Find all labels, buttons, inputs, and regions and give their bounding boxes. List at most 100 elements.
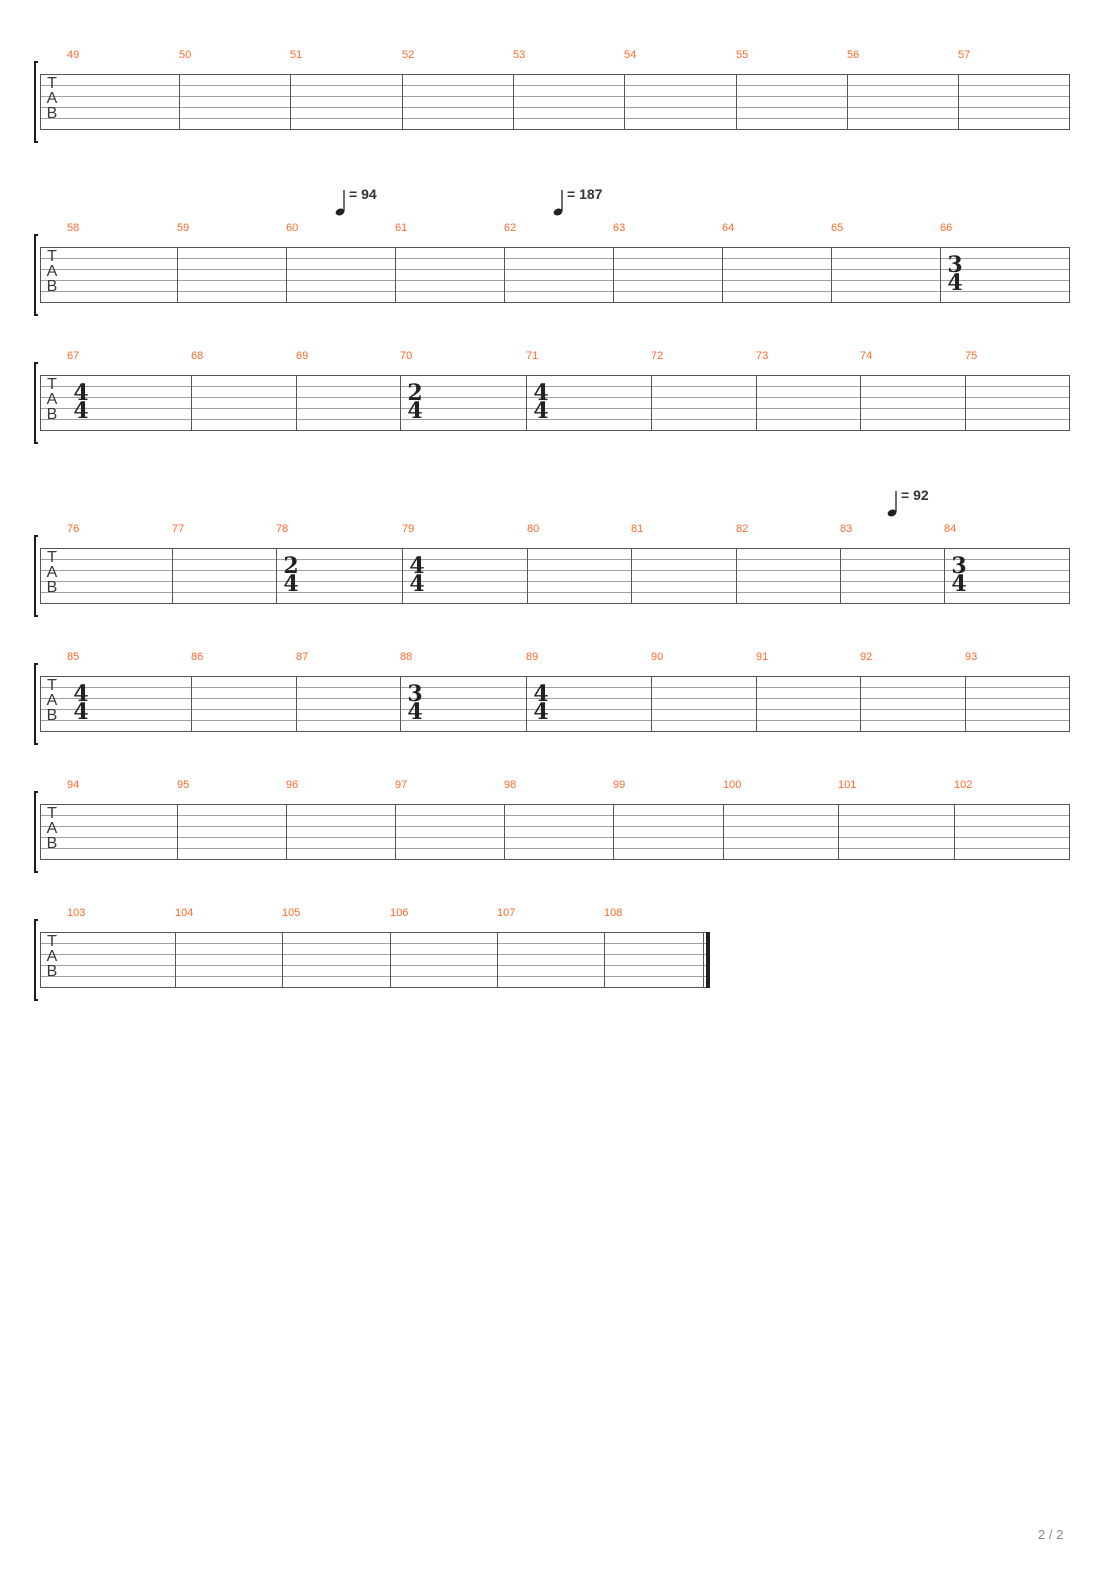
measure-number[interactable]: 88 xyxy=(400,651,413,663)
barline xyxy=(847,74,848,130)
measure-number[interactable]: 74 xyxy=(860,350,873,362)
measure-number[interactable]: 63 xyxy=(613,222,626,234)
barline xyxy=(756,375,757,431)
measure-number[interactable]: 53 xyxy=(513,49,526,61)
staff-line xyxy=(40,698,1070,699)
barline xyxy=(860,375,861,431)
measure-number[interactable]: 96 xyxy=(286,779,299,791)
measure-number[interactable]: 108 xyxy=(604,907,623,919)
staff-line xyxy=(40,85,1070,86)
measure-number[interactable]: 90 xyxy=(651,651,664,663)
measure-number[interactable]: 94 xyxy=(67,779,80,791)
barline xyxy=(497,932,498,988)
barline xyxy=(831,247,832,303)
measure-number[interactable]: 106 xyxy=(390,907,409,919)
staff-line xyxy=(40,291,1070,292)
barline xyxy=(179,74,180,130)
measure-number[interactable]: 69 xyxy=(296,350,309,362)
tab-clef-letter: A xyxy=(46,948,58,965)
measure-number[interactable]: 81 xyxy=(631,523,644,535)
time-signature-denominator: 4 xyxy=(73,398,89,424)
measure-number[interactable]: 92 xyxy=(860,651,873,663)
measure-number[interactable]: 54 xyxy=(624,49,637,61)
measure-number[interactable]: 66 xyxy=(940,222,953,234)
measure-number[interactable]: 60 xyxy=(286,222,299,234)
tempo-value: = 94 xyxy=(349,186,377,202)
staff-line xyxy=(40,987,708,988)
measure-number[interactable]: 77 xyxy=(172,523,185,535)
measure-number[interactable]: 65 xyxy=(831,222,844,234)
measure-number[interactable]: 78 xyxy=(276,523,289,535)
barline xyxy=(191,375,192,431)
measure-number[interactable]: 101 xyxy=(838,779,857,791)
barline xyxy=(40,804,41,860)
tab-clef-letter: A xyxy=(46,90,58,107)
barline xyxy=(965,676,966,732)
staff-line xyxy=(40,815,1070,816)
barline xyxy=(651,375,652,431)
measure-number[interactable]: 72 xyxy=(651,350,664,362)
quarter-note-icon xyxy=(335,190,345,216)
measure-number[interactable]: 73 xyxy=(756,350,769,362)
staff-line xyxy=(40,826,1070,827)
measure-number[interactable]: 98 xyxy=(504,779,517,791)
measure-number[interactable]: 57 xyxy=(958,49,971,61)
measure-number[interactable]: 86 xyxy=(191,651,204,663)
measure-number[interactable]: 62 xyxy=(504,222,517,234)
measure-number[interactable]: 83 xyxy=(840,523,853,535)
staff-line xyxy=(40,96,1070,97)
measure-number[interactable]: 51 xyxy=(290,49,303,61)
measure-number[interactable]: 67 xyxy=(67,350,80,362)
measure-number[interactable]: 99 xyxy=(613,779,626,791)
measure-number[interactable]: 49 xyxy=(67,49,80,61)
measure-number[interactable]: 80 xyxy=(527,523,540,535)
measure-number[interactable]: 87 xyxy=(296,651,309,663)
page-number: 2 / 2 xyxy=(1038,1527,1064,1542)
measure-number[interactable]: 61 xyxy=(395,222,408,234)
measure-number[interactable]: 91 xyxy=(756,651,769,663)
barline xyxy=(631,548,632,604)
measure-number[interactable]: 55 xyxy=(736,49,749,61)
measure-number[interactable]: 97 xyxy=(395,779,408,791)
barline xyxy=(527,548,528,604)
measure-number[interactable]: 50 xyxy=(179,49,192,61)
measure-number[interactable]: 85 xyxy=(67,651,80,663)
measure-number[interactable]: 75 xyxy=(965,350,978,362)
tab-clef-letter: B xyxy=(46,278,58,295)
barline xyxy=(40,676,41,732)
measure-number[interactable]: 64 xyxy=(722,222,735,234)
measure-number[interactable]: 71 xyxy=(526,350,539,362)
barline xyxy=(395,247,396,303)
tab-clef-letter: B xyxy=(46,579,58,596)
measure-number[interactable]: 79 xyxy=(402,523,415,535)
measure-number[interactable]: 76 xyxy=(67,523,80,535)
measure-number[interactable]: 56 xyxy=(847,49,860,61)
measure-number[interactable]: 58 xyxy=(67,222,80,234)
measure-number[interactable]: 93 xyxy=(965,651,978,663)
staff-line xyxy=(40,932,708,933)
barline xyxy=(390,932,391,988)
measure-number[interactable]: 84 xyxy=(944,523,957,535)
measure-number[interactable]: 52 xyxy=(402,49,415,61)
measure-number[interactable]: 59 xyxy=(177,222,190,234)
measure-number[interactable]: 102 xyxy=(954,779,973,791)
measure-number[interactable]: 105 xyxy=(282,907,301,919)
measure-number[interactable]: 89 xyxy=(526,651,539,663)
measure-number[interactable]: 107 xyxy=(497,907,516,919)
measure-number[interactable]: 104 xyxy=(175,907,194,919)
measure-number[interactable]: 68 xyxy=(191,350,204,362)
system-bracket xyxy=(34,234,38,316)
barline xyxy=(400,375,401,431)
measure-number[interactable]: 95 xyxy=(177,779,190,791)
measure-number[interactable]: 82 xyxy=(736,523,749,535)
measure-number[interactable]: 100 xyxy=(723,779,742,791)
measure-number[interactable]: 70 xyxy=(400,350,413,362)
measure-number[interactable]: 103 xyxy=(67,907,86,919)
staff-line xyxy=(40,559,1070,560)
barline xyxy=(1069,375,1070,431)
